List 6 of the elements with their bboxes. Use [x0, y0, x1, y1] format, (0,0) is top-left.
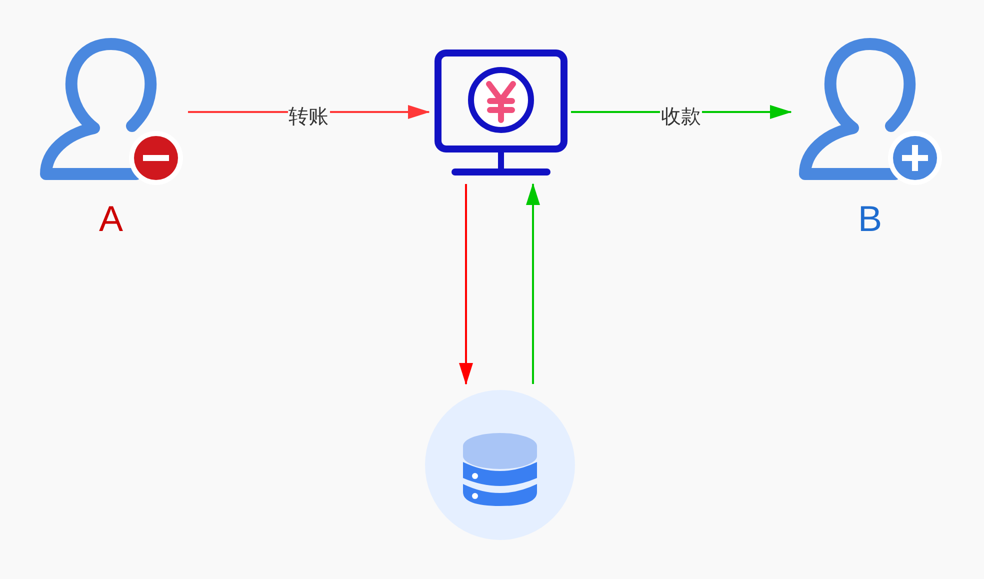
person-label: B: [856, 199, 883, 239]
person-label: A: [98, 199, 124, 239]
edge-label: 转账: [288, 104, 330, 128]
arrow: [459, 184, 473, 385]
arrow: [526, 183, 540, 384]
edge-label: 收款: [660, 104, 702, 128]
